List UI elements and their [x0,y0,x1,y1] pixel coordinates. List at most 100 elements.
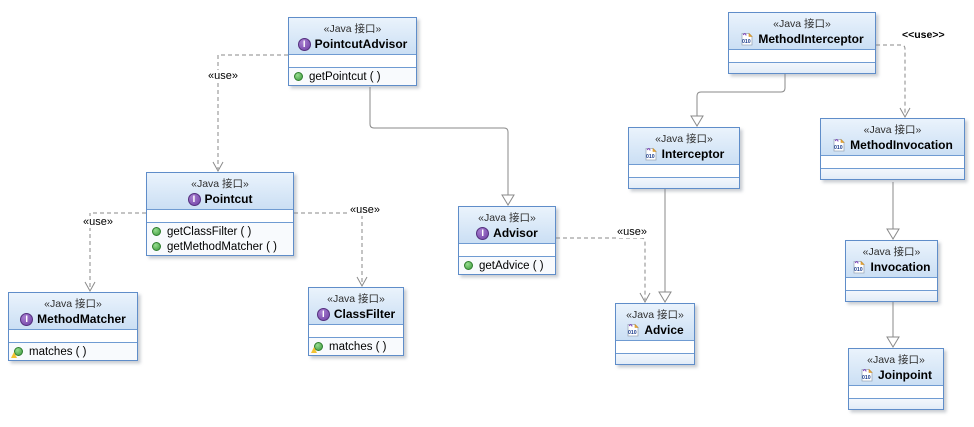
method-label: matches ( ) [329,340,387,353]
edge-advisor-advice[interactable] [556,237,646,300]
edge-methodinterceptor-interceptor[interactable] [696,70,786,116]
method-row[interactable]: matches ( ) [9,344,137,359]
methods-compartment: matches ( ) [309,337,403,355]
fields-compartment [147,209,293,222]
public-method-icon [152,227,161,236]
class-name: Advice [644,323,684,337]
class-name: Advisor [493,226,538,240]
svg-text:010: 010 [646,154,655,160]
method-row[interactable]: getAdvice ( ) [459,258,555,273]
stereotype-label: «Java 接口» [327,293,385,305]
stereotype-label: «Java 接口» [863,124,922,136]
empty-compartment [849,398,943,409]
class-advisor[interactable]: «Java 接口» Advisor getAdvice ( ) [458,206,556,275]
class-pointcutadvisor[interactable]: «Java 接口» PointcutAdvisor getPointcut ( … [288,17,417,86]
class-header: «Java 接口» 010 Joinpoint [849,349,943,385]
hollow-triangle [886,336,900,348]
binary-file-icon: 010 [627,323,640,337]
fields-compartment [821,155,964,168]
hollow-triangle [690,115,704,127]
interface-icon [476,226,490,240]
edge-pointcut-classfilter[interactable] [294,212,363,284]
class-name: MethodMatcher [37,312,126,326]
fields-compartment [289,54,416,67]
empty-compartment [629,177,739,188]
empty-compartment [616,353,694,364]
edge-pointcutadvisor-pointcut[interactable] [217,54,288,169]
class-methodmatcher[interactable]: «Java 接口» MethodMatcher matches ( ) [8,292,138,361]
class-name: MethodInterceptor [758,32,864,46]
method-label: getClassFilter ( ) [167,225,252,238]
class-header: «Java 接口» MethodMatcher [9,293,137,329]
stereotype-label: «Java 接口» [867,354,925,366]
stereotype-label: «Java 接口» [773,18,831,30]
interface-icon [187,192,201,206]
binary-file-icon: 010 [645,147,657,161]
open-arrowhead [639,292,651,304]
method-row[interactable]: getMethodMatcher ( ) [147,239,293,254]
fields-compartment [729,49,875,62]
empty-compartment [729,62,875,73]
open-arrowhead [899,107,911,119]
open-arrowhead [84,281,96,293]
public-method-icon [464,261,473,270]
methods-compartment: matches ( ) [9,342,137,360]
class-advice[interactable]: «Java 接口» 010 Advice [615,303,695,365]
method-label: getPointcut ( ) [309,70,381,83]
method-row[interactable]: getPointcut ( ) [289,69,416,84]
edge-pointcutadvisor-advisor[interactable] [369,87,509,195]
svg-text:010: 010 [862,375,871,381]
stereotype-label: «Java 接口» [323,23,382,35]
class-header: «Java 接口» PointcutAdvisor [289,18,416,54]
edge-pointcut-methodmatcher[interactable] [89,212,146,289]
class-name: Joinpoint [878,368,932,382]
edge-methodinterceptor-methodinvocation[interactable] [876,44,906,115]
class-header: «Java 接口» 010 Advice [616,304,694,340]
fields-compartment [459,243,555,256]
empty-compartment [821,168,964,179]
svg-text:010: 010 [834,145,843,151]
class-pointcut[interactable]: «Java 接口» Pointcut getClassFilter ( ) ge… [146,172,294,256]
method-row[interactable]: matches ( ) [309,339,403,354]
class-header: «Java 接口» 010 Invocation [846,241,937,277]
class-header: «Java 接口» Pointcut [147,173,293,209]
class-header: «Java 接口» 010 MethodInvocation [821,119,964,155]
hollow-triangle [501,194,515,206]
class-name: Pointcut [204,192,253,206]
stereotype-label: «Java 接口» [478,212,536,224]
class-name: PointcutAdvisor [314,37,408,51]
empty-compartment [846,290,937,301]
class-header: «Java 接口» ClassFilter [309,288,403,324]
class-header: «Java 接口» 010 Interceptor [629,128,739,164]
fields-compartment [846,277,937,290]
class-header: «Java 接口» 010 MethodInterceptor [729,13,875,49]
fields-compartment [629,164,739,177]
public-method-warning-icon [11,347,23,358]
class-name: Interceptor [661,147,725,161]
class-methodinterceptor[interactable]: «Java 接口» 010 MethodInterceptor [728,12,876,74]
method-label: getAdvice ( ) [479,259,544,272]
class-classfilter[interactable]: «Java 接口» ClassFilter matches ( ) [308,287,404,356]
public-method-icon [152,242,161,251]
method-label: matches ( ) [29,345,87,358]
edge-label-use: <<use>> [901,29,946,41]
fields-compartment [309,324,403,337]
class-name: MethodInvocation [850,138,953,152]
edge-label-use: «use» [349,204,381,216]
class-joinpoint[interactable]: «Java 接口» 010 Joinpoint [848,348,944,410]
class-invocation[interactable]: «Java 接口» 010 Invocation [845,240,938,302]
hollow-triangle [886,228,900,240]
class-methodinvocation[interactable]: «Java 接口» 010 MethodInvocation [820,118,965,180]
stereotype-label: «Java 接口» [626,309,684,321]
interface-icon [297,37,311,51]
svg-text:010: 010 [854,267,863,273]
edge-label-use: «use» [82,216,114,228]
open-arrowhead [212,161,224,173]
class-interceptor[interactable]: «Java 接口» 010 Interceptor [628,127,740,189]
method-row[interactable]: getClassFilter ( ) [147,224,293,239]
fields-compartment [616,340,694,353]
stereotype-label: «Java 接口» [44,298,102,310]
public-method-warning-icon [311,342,323,353]
class-name: Invocation [870,260,931,274]
